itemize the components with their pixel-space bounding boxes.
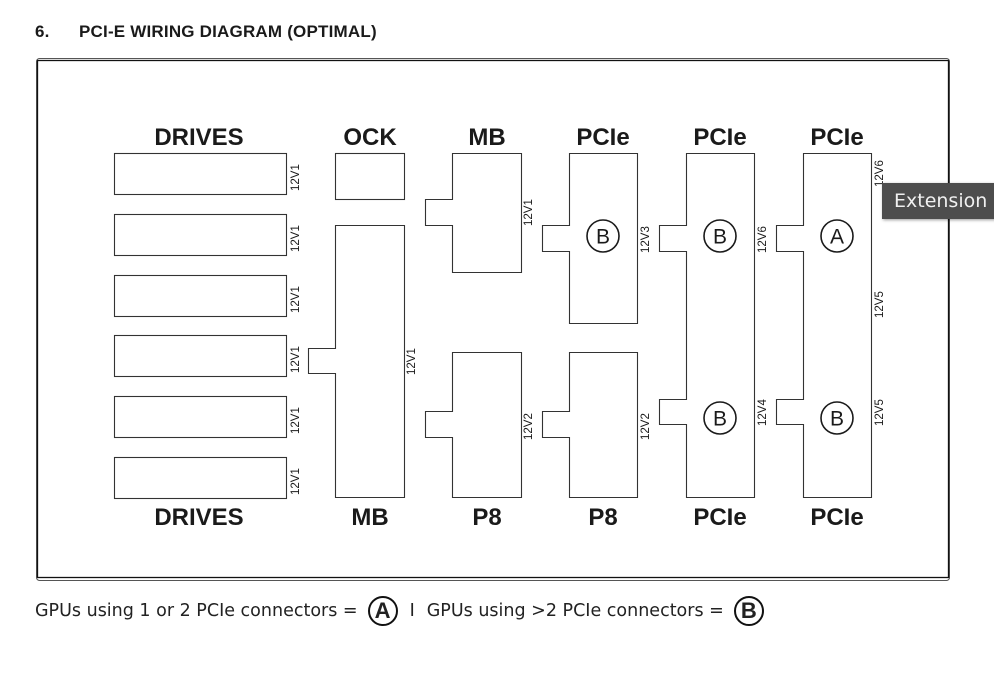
diagram-frame-outer <box>36 58 950 581</box>
section-title: PCI-E WIRING DIAGRAM (OPTIMAL) <box>79 22 377 41</box>
label-p8-2: P8 <box>588 504 617 531</box>
rail-label: 12V1 <box>406 348 418 375</box>
connector-mb-cpu <box>424 152 523 274</box>
rail-label: 12V4 <box>757 399 769 426</box>
drive-connector <box>113 395 288 439</box>
legend-text-a: GPUs using 1 or 2 PCIe connectors = <box>35 601 358 621</box>
rail-label: 12V1 <box>290 286 302 313</box>
rail-label: 12V5 <box>874 291 886 318</box>
label-pcie-col4: PCIe <box>576 124 629 151</box>
label-ock: OCK <box>343 124 397 151</box>
drive-connector <box>113 456 288 500</box>
section-number: 6. <box>35 22 50 41</box>
svg-text:B: B <box>713 408 727 431</box>
rail-label: 12V2 <box>640 413 652 440</box>
legend-text-b: GPUs using >2 PCIe connectors = <box>426 601 724 621</box>
label-drives-bottom: DRIVES <box>154 504 243 531</box>
drive-connector <box>113 334 288 378</box>
svg-text:B: B <box>713 226 727 249</box>
legend: GPUs using 1 or 2 PCIe connectors = A I … <box>35 596 772 626</box>
connector-pcie-col5 <box>658 152 756 499</box>
diagram-frame <box>36 59 950 579</box>
section-heading: 6. PCI-E WIRING DIAGRAM (OPTIMAL) <box>35 22 377 42</box>
svg-text:A: A <box>830 226 844 249</box>
label-mb-bottom: MB <box>351 504 388 531</box>
svg-text:B: B <box>830 408 844 431</box>
connector-p8-1 <box>424 351 523 499</box>
drive-connector <box>113 213 288 257</box>
rail-label: 12V3 <box>640 226 652 253</box>
label-p8-1: P8 <box>472 504 501 531</box>
rail-label: 12V1 <box>523 199 535 226</box>
connector-ock <box>334 152 406 201</box>
legend-badge-a: A <box>367 596 398 626</box>
rail-label: 12V6 <box>874 160 886 187</box>
label-pcie-col5-bottom: PCIe <box>693 504 746 531</box>
label-pcie-col6-bottom: PCIe <box>810 504 863 531</box>
badge-b: B <box>703 219 737 253</box>
rail-label: 12V1 <box>290 407 302 434</box>
label-pcie-col6-top: PCIe <box>810 124 863 151</box>
badge-a: A <box>820 219 854 253</box>
drive-connector <box>113 274 288 318</box>
connector-p8-2 <box>541 351 639 499</box>
badge-b: B <box>586 219 620 253</box>
badge-b: B <box>703 401 737 435</box>
rail-label: 12V5 <box>874 399 886 426</box>
extension-tooltip: Extension <box>882 183 994 219</box>
rail-label: 12V1 <box>290 346 302 373</box>
rail-label: 12V1 <box>290 164 302 191</box>
svg-text:B: B <box>596 226 610 249</box>
legend-badge-b: B <box>733 596 764 626</box>
label-pcie-col5-top: PCIe <box>693 124 746 151</box>
connector-mb-main <box>307 224 406 499</box>
drive-connectors: 12V1 12V1 12V1 12V1 12V1 12V1 <box>113 152 302 500</box>
rail-label: 12V1 <box>290 468 302 495</box>
label-drives-top: DRIVES <box>154 124 243 151</box>
legend-separator: I <box>409 601 415 621</box>
rail-label: 12V2 <box>523 413 535 440</box>
label-mb-top: MB <box>468 124 505 151</box>
connector-pcie-col6 <box>775 152 873 499</box>
rail-label: 12V6 <box>757 226 769 253</box>
badge-b: B <box>820 401 854 435</box>
rail-label: 12V1 <box>290 225 302 252</box>
drive-connector <box>113 152 288 196</box>
